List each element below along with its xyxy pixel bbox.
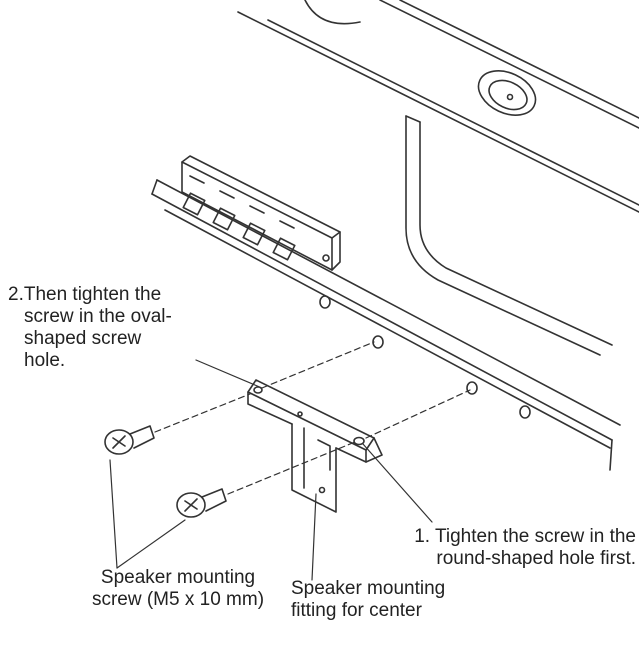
screw-lower bbox=[176, 488, 227, 518]
callout-fitting-line1: Speaker mounting bbox=[291, 578, 446, 599]
mounting-fitting bbox=[247, 379, 383, 513]
callout-step2-line1: 2.Then tighten the bbox=[8, 284, 162, 305]
callout-step1-line1: 1. Tighten the screw in the bbox=[414, 526, 636, 547]
callout-step2-line3: shaped screw bbox=[24, 328, 142, 349]
guide-lines bbox=[154, 341, 471, 495]
callout-step2: 2.Then tighten the screw in the oval- sh… bbox=[8, 284, 172, 372]
callout-fitting-line2: fitting for center bbox=[291, 600, 422, 621]
callout-screw-line1: Speaker mounting bbox=[100, 567, 256, 588]
speaker-terminal-block bbox=[181, 155, 341, 271]
rear-boss bbox=[477, 70, 537, 116]
leader-lines bbox=[109, 359, 433, 581]
callout-step1-line2: round-shaped hole first. bbox=[436, 548, 636, 569]
callout-screw-line2: screw (M5 x 10 mm) bbox=[91, 589, 265, 610]
callout-step2-line2: screw in the oval- bbox=[24, 306, 172, 327]
rear-recess-panel bbox=[405, 115, 613, 356]
mounting-rail bbox=[151, 179, 621, 471]
tv-housing-outline bbox=[237, 0, 639, 213]
screw-upper bbox=[104, 425, 155, 455]
callout-screw: Speaker mounting screw (M5 x 10 mm) bbox=[80, 567, 276, 611]
callout-step2-line4: hole. bbox=[24, 350, 66, 371]
callout-step1: 1. Tighten the screw in the round-shaped… bbox=[342, 526, 636, 570]
callout-fitting: Speaker mounting fitting for center bbox=[291, 578, 445, 622]
